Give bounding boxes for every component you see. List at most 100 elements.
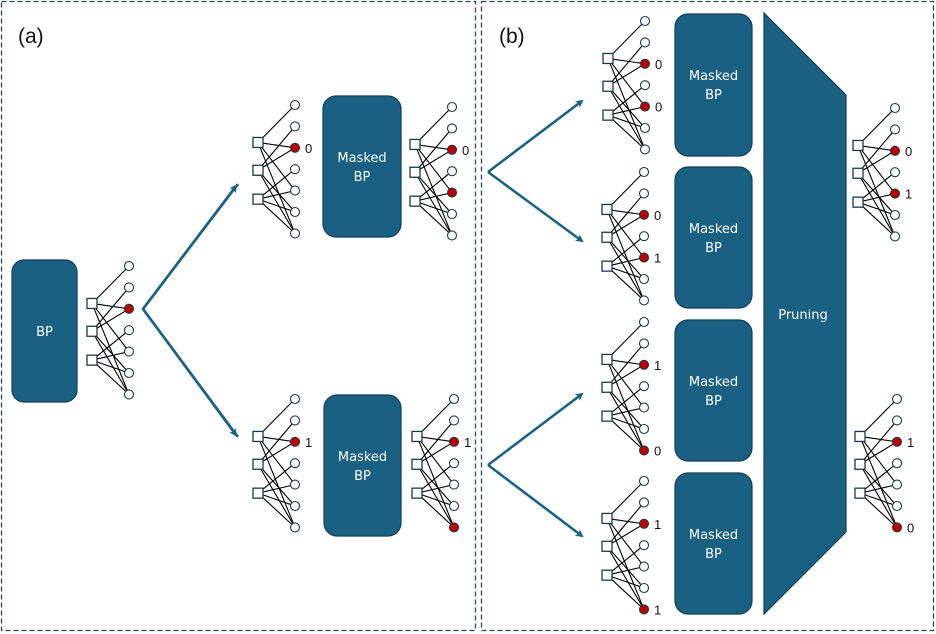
graph-edge [857, 172, 896, 237]
pruning-label: Pruning [778, 308, 828, 323]
tanner-graph-b-4: 11 [601, 475, 661, 617]
tanner-graph-b-3: 10 [601, 316, 661, 458]
variable-node [446, 123, 458, 134]
graph-edge [606, 385, 645, 417]
error-variable-node [446, 187, 458, 198]
graph-edge [857, 145, 896, 237]
graph-edge [414, 200, 453, 215]
graph-edge [416, 435, 455, 443]
error-variable-node [889, 145, 901, 156]
variable-node [123, 389, 135, 400]
variable-node [889, 209, 901, 221]
variable-node [889, 167, 901, 178]
variable-node [638, 188, 650, 199]
tanner-graph-b-output-1: 01 [852, 102, 912, 242]
graph-edge [414, 106, 453, 145]
graph-edge [607, 85, 646, 129]
variable-node [638, 475, 650, 487]
graph-edge [859, 462, 898, 494]
graph-edge [257, 398, 296, 437]
graph-edge [607, 85, 646, 150]
graph-edge [606, 545, 645, 610]
variable-node [638, 166, 650, 178]
graph-edge [416, 420, 455, 465]
graph-edge [257, 169, 296, 213]
error-variable-node [639, 101, 651, 112]
graph-edge [606, 364, 645, 388]
check-node [252, 164, 264, 176]
tanner-graph-a-upper-input: 0 [252, 99, 312, 239]
graph-edge [257, 435, 296, 443]
variable-node [289, 393, 301, 405]
graph-edge [859, 435, 898, 443]
arrow-down-icon [487, 170, 584, 243]
panel-a-label: (a) [18, 25, 44, 48]
check-node [602, 52, 614, 65]
masked-bp-label-line2: BP [705, 394, 722, 409]
graph-edge [91, 287, 130, 332]
graph-edge [257, 142, 296, 234]
graph-edge [91, 265, 130, 304]
error-variable-node [638, 359, 650, 370]
bit-value-label: 0 [907, 520, 914, 535]
graph-edge [606, 518, 645, 610]
masked-bp-block-b-4: Masked BP [674, 472, 753, 615]
variable-node [891, 393, 903, 405]
check-node [409, 166, 421, 178]
graph-edge [606, 209, 645, 301]
variable-node [289, 500, 301, 512]
check-node [602, 109, 614, 121]
graph-edge [606, 545, 645, 589]
variable-node [289, 121, 301, 132]
check-node [86, 325, 98, 337]
graph-edge [257, 147, 296, 171]
tanner-graph-b-output-2: 10 [854, 393, 914, 535]
graph-edge [857, 145, 896, 194]
graph-edge [414, 149, 453, 173]
graph-edge [606, 407, 645, 417]
error-variable-node [289, 436, 301, 447]
error-variable-node [289, 142, 301, 153]
error-variable-node [639, 58, 651, 69]
graph-edge [606, 518, 645, 567]
error-variable-node [891, 436, 903, 447]
arrow-up-icon [487, 99, 584, 174]
check-node [86, 297, 98, 310]
check-node [409, 195, 421, 207]
graph-edge [607, 57, 646, 65]
graph-edge [607, 114, 646, 150]
graph-edge [606, 265, 645, 280]
graph-edge [257, 190, 296, 200]
graph-edge [606, 257, 645, 267]
error-variable-node [891, 522, 903, 533]
variable-node [289, 228, 301, 239]
masked-bp-label-line1: Masked [689, 375, 738, 390]
graph-edge [606, 236, 645, 280]
graph-edge [257, 441, 296, 465]
graph-edge [257, 436, 296, 485]
graph-edge [91, 303, 130, 395]
graph-edge [416, 441, 455, 465]
variable-node [289, 164, 301, 175]
masked-bp-label-line1: Masked [689, 69, 738, 84]
graph-edge [606, 517, 645, 525]
variable-node [639, 122, 651, 134]
graph-edge [414, 143, 453, 151]
check-node [86, 354, 98, 366]
tanner-graph-b-1: 00 [602, 15, 662, 155]
bit-value-label: 0 [654, 443, 661, 458]
graph-edge [606, 193, 645, 238]
graph-edge [606, 171, 645, 210]
variable-node [123, 325, 135, 336]
check-node [411, 430, 423, 443]
variable-node [638, 497, 650, 508]
variable-node [123, 367, 135, 379]
variable-node [448, 393, 460, 405]
graph-edge [416, 462, 455, 494]
check-node [252, 487, 264, 499]
variable-node [289, 415, 301, 426]
bit-value-label: 1 [654, 358, 661, 373]
check-node [854, 430, 866, 443]
graph-edge [607, 63, 646, 87]
variable-node [446, 166, 458, 177]
